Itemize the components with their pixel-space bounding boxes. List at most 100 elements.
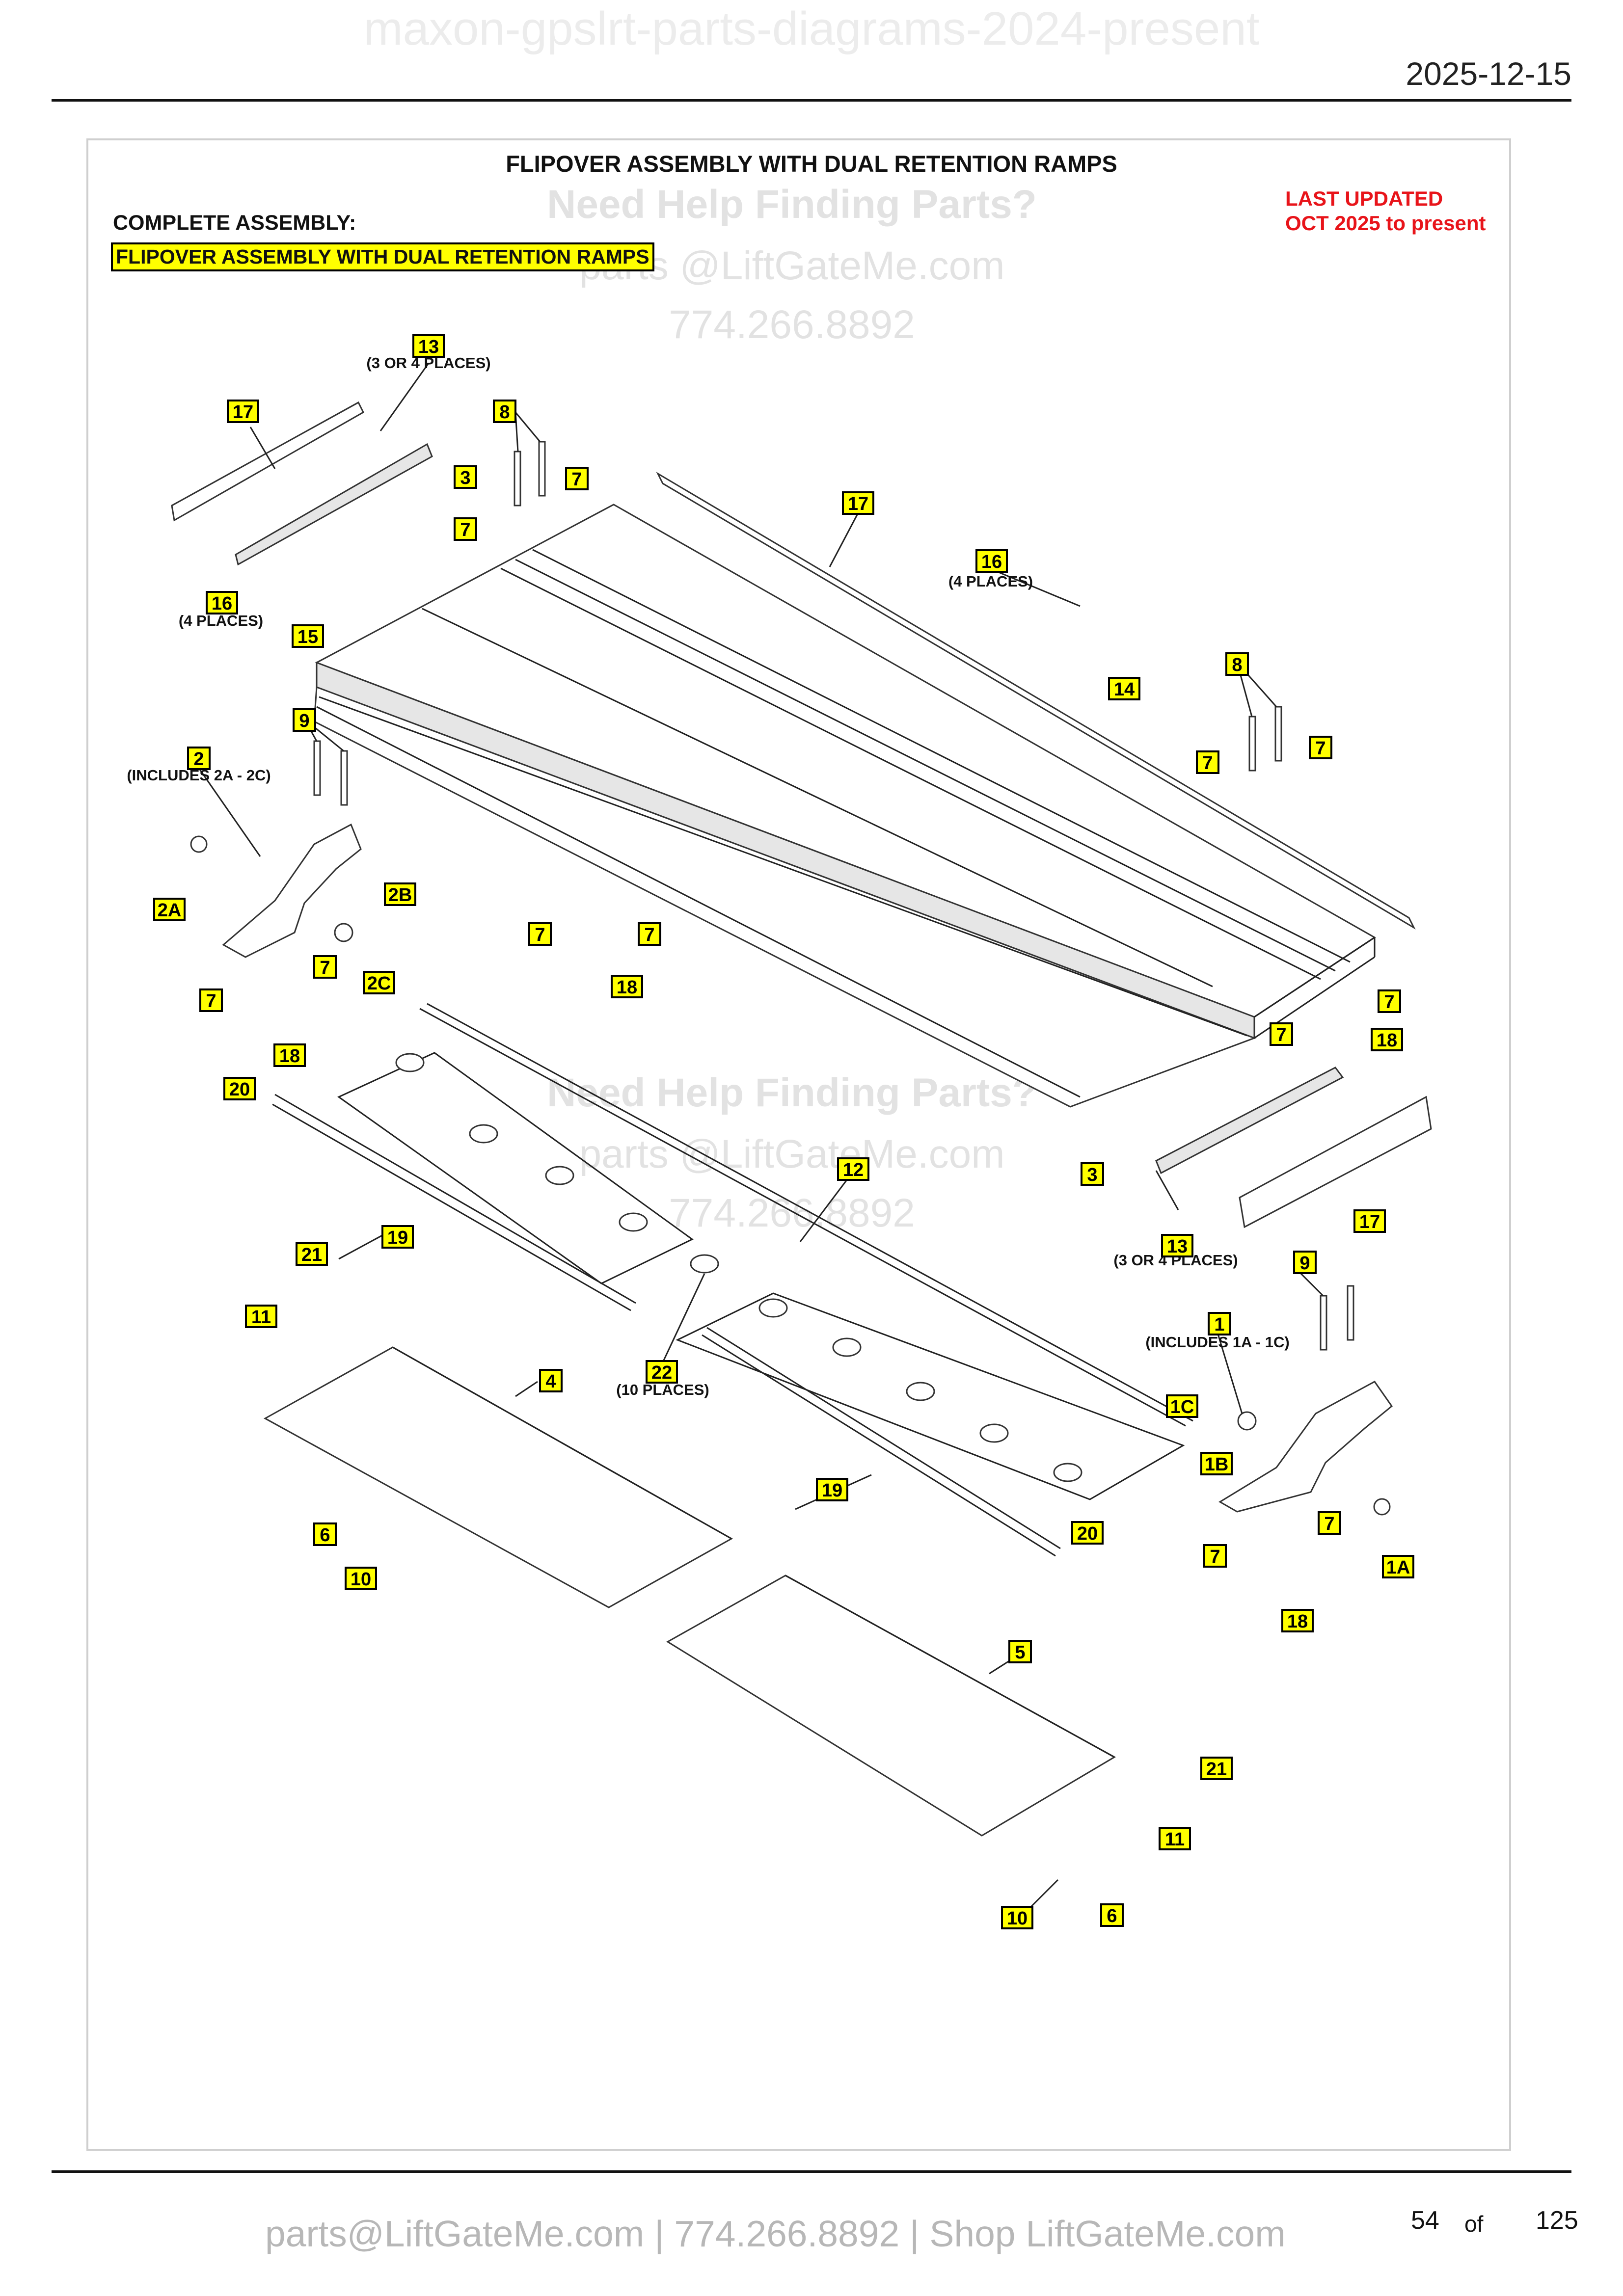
callout-box xyxy=(245,1305,277,1328)
callout-box xyxy=(1196,750,1219,774)
callout-label: 11 xyxy=(251,1307,271,1328)
callout-label: 2A xyxy=(158,900,182,921)
callout-2A: 2A xyxy=(153,898,186,921)
callout-label: 22 xyxy=(651,1362,672,1383)
callout-label: 21 xyxy=(301,1245,322,1265)
callout-box xyxy=(293,708,316,732)
callout-14: 14 xyxy=(1108,677,1140,700)
callout-label: 11 xyxy=(1165,1829,1185,1850)
last-updated-line1: LAST UPDATED xyxy=(1285,187,1443,210)
callout-6: 6 xyxy=(313,1522,337,1546)
callout-label: 7 xyxy=(320,958,330,978)
callout-label: 10 xyxy=(1007,1908,1028,1929)
callout-19: 19 xyxy=(816,1478,848,1501)
trim-plate-left-top xyxy=(171,401,433,566)
callout-label: 5 xyxy=(1015,1642,1025,1663)
callout-box xyxy=(292,624,324,648)
watermark-phone-mid: 774.266.8892 xyxy=(669,1191,915,1235)
callout-7: 7 xyxy=(1318,1511,1341,1535)
watermark-email-mid: parts @LiftGateMe.com xyxy=(579,1132,1005,1176)
callout-label: 17 xyxy=(1359,1212,1380,1232)
callout-label: 1 xyxy=(1214,1314,1224,1335)
callout-17: 17 xyxy=(842,491,874,515)
callout-box xyxy=(493,400,516,423)
watermark-help-mid: Need Help Finding Parts? xyxy=(547,1070,1037,1115)
callout-label: 7 xyxy=(1324,1514,1334,1534)
callout-label: 17 xyxy=(848,494,868,514)
callout-label: 7 xyxy=(644,925,654,945)
trim-plate-right-bottom xyxy=(1155,1067,1432,1228)
callout-box xyxy=(227,400,259,423)
header-rule xyxy=(52,99,1571,102)
platform-deck xyxy=(313,504,1376,1108)
callout-label: 9 xyxy=(299,711,309,731)
callout-label: 2C xyxy=(367,973,391,994)
callout-7: 7 xyxy=(565,467,589,490)
callout-box xyxy=(384,882,416,906)
callout-18: 18 xyxy=(1281,1609,1314,1632)
callout-label: 18 xyxy=(1377,1030,1397,1051)
callout-box xyxy=(1270,1022,1293,1046)
last-updated-note: LAST UPDATED OCT 2025 to present xyxy=(1285,187,1486,236)
callout-box xyxy=(1203,1544,1227,1568)
diagram-title: FLIPOVER ASSEMBLY WITH DUAL RETENTION RA… xyxy=(506,151,1117,177)
bushings xyxy=(395,1053,1082,1482)
callout-18: 18 xyxy=(611,975,643,998)
callout-1A: 1A xyxy=(1382,1555,1414,1578)
callout-box xyxy=(206,591,238,614)
callout-box xyxy=(187,747,211,770)
complete-assembly-label: COMPLETE ASSEMBLY: xyxy=(113,211,356,235)
callout-label: 7 xyxy=(571,469,582,490)
assembly-name-highlight: FLIPOVER ASSEMBLY WITH DUAL RETENTION RA… xyxy=(111,242,654,271)
callout-4: 4 xyxy=(539,1369,563,1392)
callout-7: 7 xyxy=(313,955,337,979)
footer-rule xyxy=(52,2170,1571,2173)
callout-label: 16 xyxy=(212,593,232,614)
callout-box xyxy=(1293,1251,1317,1274)
callout-box xyxy=(1225,652,1249,676)
callout-21: 21 xyxy=(1200,1757,1233,1780)
callout-box xyxy=(1100,1903,1124,1927)
callout-label: 7 xyxy=(460,520,470,540)
callout-label: 2 xyxy=(193,749,204,770)
callout-label: 13 xyxy=(1167,1236,1188,1257)
callout-7: 7 xyxy=(1378,989,1401,1013)
callout-17: 17 xyxy=(1353,1209,1386,1233)
callout-label: 15 xyxy=(298,627,318,647)
callout-label: 1B xyxy=(1205,1454,1229,1475)
callout-18: 18 xyxy=(273,1043,306,1067)
callout-label: 8 xyxy=(1232,655,1242,675)
callout-5: 5 xyxy=(1008,1640,1032,1663)
callout-label: 18 xyxy=(279,1046,300,1067)
callout-box xyxy=(565,467,589,490)
callout-leaders xyxy=(198,363,1324,1908)
callout-box xyxy=(454,517,477,541)
callout-11: 11 xyxy=(245,1305,277,1328)
callout-box xyxy=(1208,1312,1231,1335)
callout-label: 7 xyxy=(1276,1025,1286,1045)
callout-box xyxy=(381,1225,414,1249)
callout-11: 11 xyxy=(1159,1827,1191,1850)
callout-box xyxy=(273,1043,306,1067)
callout-box xyxy=(1008,1640,1032,1663)
callout-box xyxy=(1001,1906,1033,1929)
callout-box xyxy=(454,465,477,489)
callout-6: 6 xyxy=(1100,1903,1124,1927)
callout-8: 8 xyxy=(493,400,516,423)
watermark-phone-top: 774.266.8892 xyxy=(669,302,915,347)
callout-18: 18 xyxy=(1371,1028,1403,1051)
callout-box xyxy=(646,1360,678,1384)
callout-box xyxy=(638,922,661,946)
callout-box xyxy=(1318,1511,1341,1535)
note-16-right: (4 PLACES) xyxy=(948,573,1033,590)
callout-box xyxy=(345,1567,377,1590)
callout-box xyxy=(223,1077,256,1100)
retention-ramp-right xyxy=(666,1575,1116,1837)
callout-7: 7 xyxy=(638,922,661,946)
callout-box xyxy=(1161,1234,1193,1257)
callout-2: 2 xyxy=(187,747,211,770)
callout-label: 10 xyxy=(351,1569,371,1590)
callout-label: 16 xyxy=(981,552,1002,572)
last-updated-line2: OCT 2025 to present xyxy=(1285,212,1486,235)
callout-box xyxy=(153,898,186,921)
